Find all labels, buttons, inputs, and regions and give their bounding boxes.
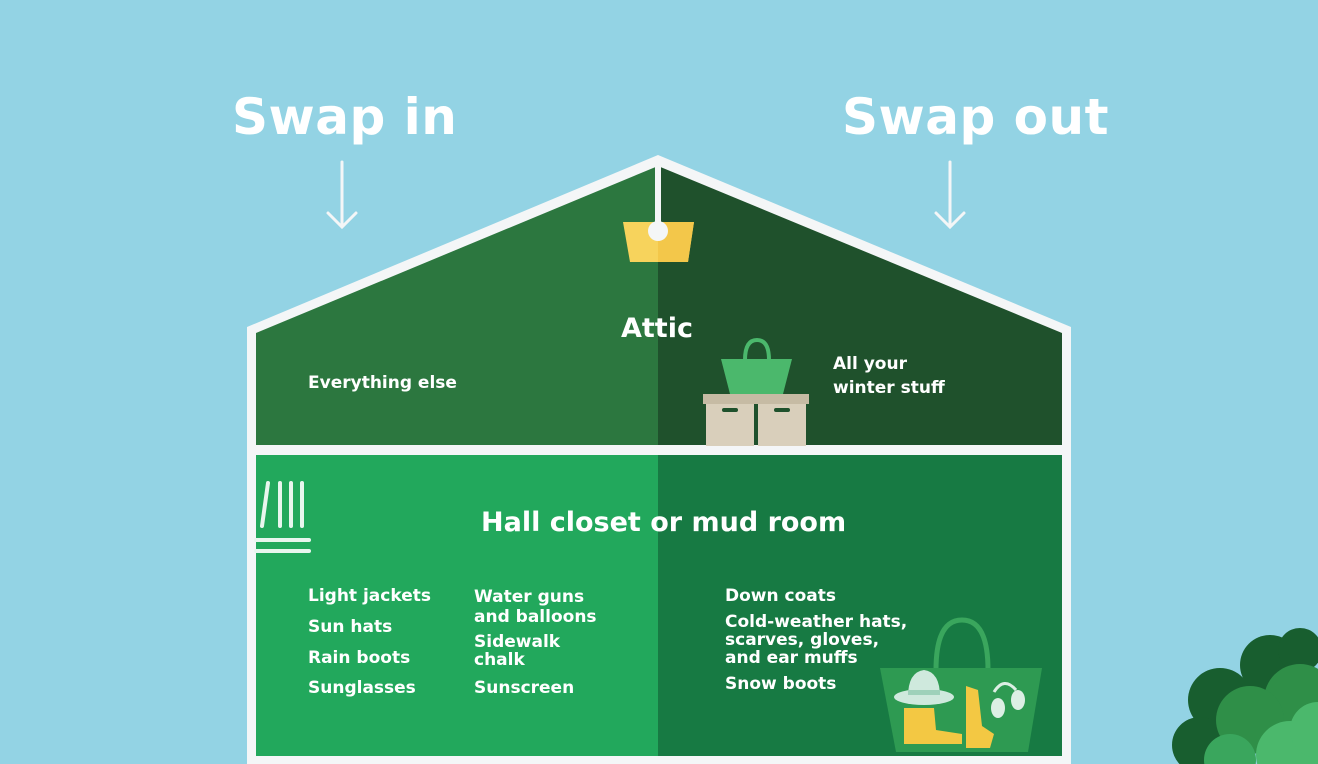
list-item: Down coats <box>725 586 836 606</box>
swap-in-heading: Swap in <box>232 88 458 146</box>
storage-box-icon <box>755 394 809 446</box>
boot-icon <box>904 686 994 748</box>
hat-icon <box>894 670 954 705</box>
down-arrow-icon <box>934 160 966 230</box>
list-item: Sidewalk chalk <box>474 632 561 670</box>
lamp-icon <box>623 162 694 262</box>
list-item: Water guns and balloons <box>474 587 597 627</box>
ear-muff-icon <box>991 682 1025 718</box>
list-item: Light jackets <box>308 586 431 606</box>
swap-out-heading: Swap out <box>842 88 1109 146</box>
list-item: Snow boots <box>725 674 837 694</box>
coat-rack-icon <box>254 481 311 553</box>
basket-icon <box>721 337 792 394</box>
attic-everything-else-label: Everything else <box>308 373 457 393</box>
list-item: Sun hats <box>308 617 393 637</box>
list-item: Sunscreen <box>474 678 575 698</box>
attic-winter-stuff-label: All your winter stuff <box>833 354 945 398</box>
storage-box-icon <box>703 394 757 446</box>
hall-closet-title: Hall closet or mud room <box>481 507 847 538</box>
down-arrow-icon <box>326 160 358 230</box>
attic-title: Attic <box>621 313 693 344</box>
attic-left-panel <box>256 166 658 445</box>
hall-left-panel <box>256 455 658 756</box>
list-item: Sunglasses <box>308 678 416 698</box>
list-item: Rain boots <box>308 648 411 668</box>
shrub-icon <box>1172 628 1318 764</box>
list-item: Cold-weather hats, scarves, gloves, and … <box>725 612 908 668</box>
